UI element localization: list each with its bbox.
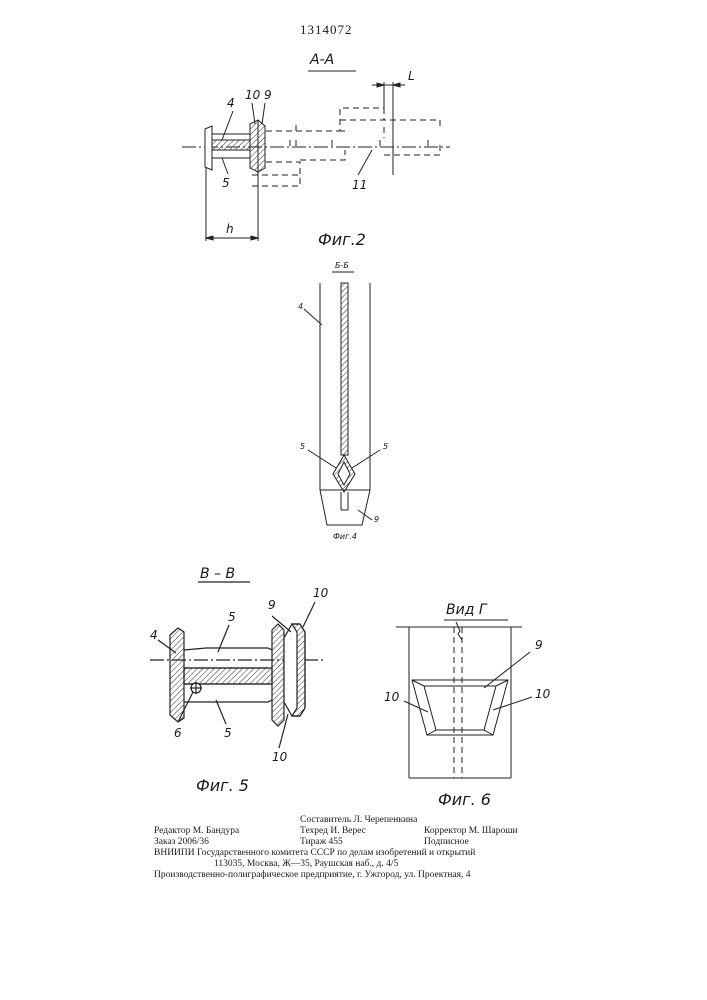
- figure-2-section-label: А-А: [310, 52, 334, 68]
- fig4-label-5-right: 5: [383, 442, 388, 451]
- fig6-label-9: 9: [535, 638, 543, 652]
- colophon-editor: Редактор М. Бандура: [154, 826, 239, 837]
- fig2-label-L: L: [408, 69, 415, 83]
- fig4-label-9: 9: [374, 515, 379, 524]
- figure-5-section-label: В – В: [200, 566, 235, 582]
- fig4-label-5-left: 5: [300, 442, 305, 451]
- figure-6-caption: Фиг. 6: [438, 790, 491, 809]
- fig5-label-5-top: 5: [228, 610, 236, 624]
- fig2-label-11: 11: [352, 178, 367, 192]
- colophon-techred: Техред И. Верес: [300, 826, 366, 837]
- fig2-label-h: h: [226, 222, 234, 236]
- colophon-compiler: Составитель Л. Черепенкина: [300, 815, 417, 826]
- fig6-label-10-right: 10: [535, 687, 550, 701]
- fig2-label-4: 4: [227, 96, 235, 110]
- fig5-label-10-top: 10: [313, 586, 328, 600]
- colophon-corrector: Корректор М. Шароши: [424, 826, 518, 837]
- fig2-label-10: 10: [245, 88, 260, 102]
- fig2-label-5: 5: [222, 176, 230, 190]
- colophon-printer: Производственно-полиграфическое предприя…: [154, 870, 471, 881]
- figure-6-view-label: Вид Г: [446, 602, 487, 618]
- fig5-label-6: 6: [174, 726, 182, 740]
- colophon-order: Заказ 2006/36: [154, 837, 209, 848]
- fig2-label-9: 9: [264, 88, 272, 102]
- fig4-label-4: 4: [298, 302, 303, 311]
- fig5-label-10-bottom: 10: [272, 750, 287, 764]
- figure-5-caption: Фиг. 5: [196, 776, 249, 795]
- fig5-label-9: 9: [268, 598, 276, 612]
- fig6-label-10-left: 10: [384, 690, 399, 704]
- colophon-address: 113035, Москва, Ж—35, Раушская наб., д. …: [214, 859, 398, 870]
- colophon-subscription: Подписное: [424, 837, 469, 848]
- figure-2-caption: Фиг.2: [318, 230, 366, 249]
- fig5-label-5-bottom: 5: [224, 726, 232, 740]
- colophon-circulation: Тираж 455: [300, 837, 343, 848]
- fig5-label-4: 4: [150, 628, 158, 642]
- colophon-institute: ВНИИПИ Государственного комитета СССР по…: [154, 848, 475, 859]
- figure-4-section-label: Б-Б: [335, 261, 349, 270]
- figure-4-caption: Фиг.4: [333, 532, 357, 541]
